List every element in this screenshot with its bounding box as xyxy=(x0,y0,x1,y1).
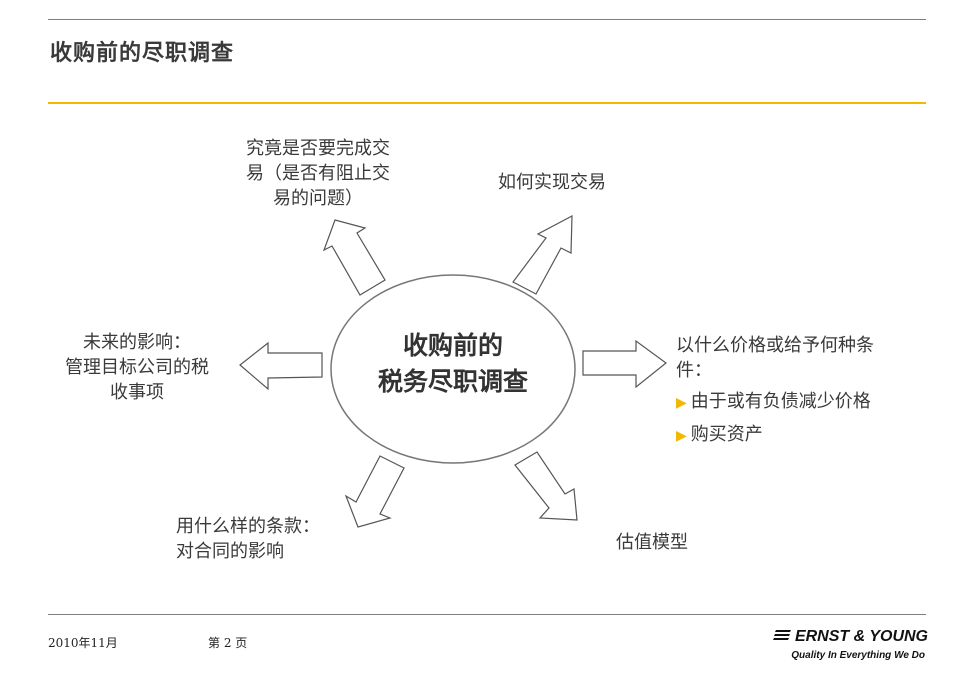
node-right: 以什么价格或给予何种条 件： ▶由于或有负债减少价格 ▶购买资产 xyxy=(676,333,936,449)
logo-name: ERNST & YOUNG xyxy=(794,628,928,645)
triangle-bullet-icon: ▶ xyxy=(676,428,687,444)
arrow-up-right xyxy=(512,214,573,295)
title-underline xyxy=(48,102,926,104)
footer-page: 第 2 页 xyxy=(208,636,248,650)
bullet-item: ▶购买资产 xyxy=(676,422,936,449)
node-line: 易的问题） xyxy=(273,188,363,209)
logo-tagline: Quality In Everything We Do xyxy=(791,650,925,661)
arrow-down-right xyxy=(514,451,578,521)
page-title: 收购前的尽职调查 xyxy=(50,40,235,66)
arrow-left xyxy=(239,341,323,391)
bullet-item: ▶由于或有负债减少价格 xyxy=(676,389,936,416)
node-line: 用什么样的条款： xyxy=(176,516,320,537)
bullet-text: 由于或有负债减少价格 xyxy=(690,391,871,412)
node-bottom-right: 估值模型 xyxy=(616,532,688,553)
node-line: 未来的影响： xyxy=(83,332,191,353)
triangle-bullet-icon: ▶ xyxy=(676,395,687,411)
node-line: 对合同的影响 xyxy=(176,541,284,562)
ey-logo-bars-icon xyxy=(772,630,791,640)
node-left: 未来的影响： 管理目标公司的税 收事项 xyxy=(42,330,232,405)
center-label: 收购前的 税务尽职调查 xyxy=(353,328,553,400)
node-line: 以什么价格或给予何种条 xyxy=(676,335,874,356)
node-top-left: 究竟是否要完成交 易（是否有阻止交 易的问题） xyxy=(218,136,418,211)
node-top-right: 如何实现交易 xyxy=(498,172,606,193)
center-ellipse xyxy=(330,274,576,464)
center-line-2: 税务尽职调查 xyxy=(377,367,528,396)
node-line: 件： xyxy=(676,360,712,381)
footer-rule xyxy=(48,614,926,615)
top-rule xyxy=(48,19,926,20)
footer-date: 2010年11月 xyxy=(48,636,118,650)
node-bottom-left: 用什么样的条款： 对合同的影响 xyxy=(176,514,320,564)
arrow-down-left xyxy=(344,455,405,528)
node-line: 究竟是否要完成交 xyxy=(246,138,390,159)
arrow-right xyxy=(582,339,667,389)
node-line: 易（是否有阻止交 xyxy=(246,163,390,184)
bullet-text: 购买资产 xyxy=(690,424,763,445)
arrow-up-left xyxy=(322,219,386,296)
node-line: 管理目标公司的税 xyxy=(65,357,209,378)
center-line-1: 收购前的 xyxy=(402,331,503,360)
node-line: 收事项 xyxy=(110,382,164,403)
ey-logo: ERNST & YOUNG xyxy=(772,628,928,646)
